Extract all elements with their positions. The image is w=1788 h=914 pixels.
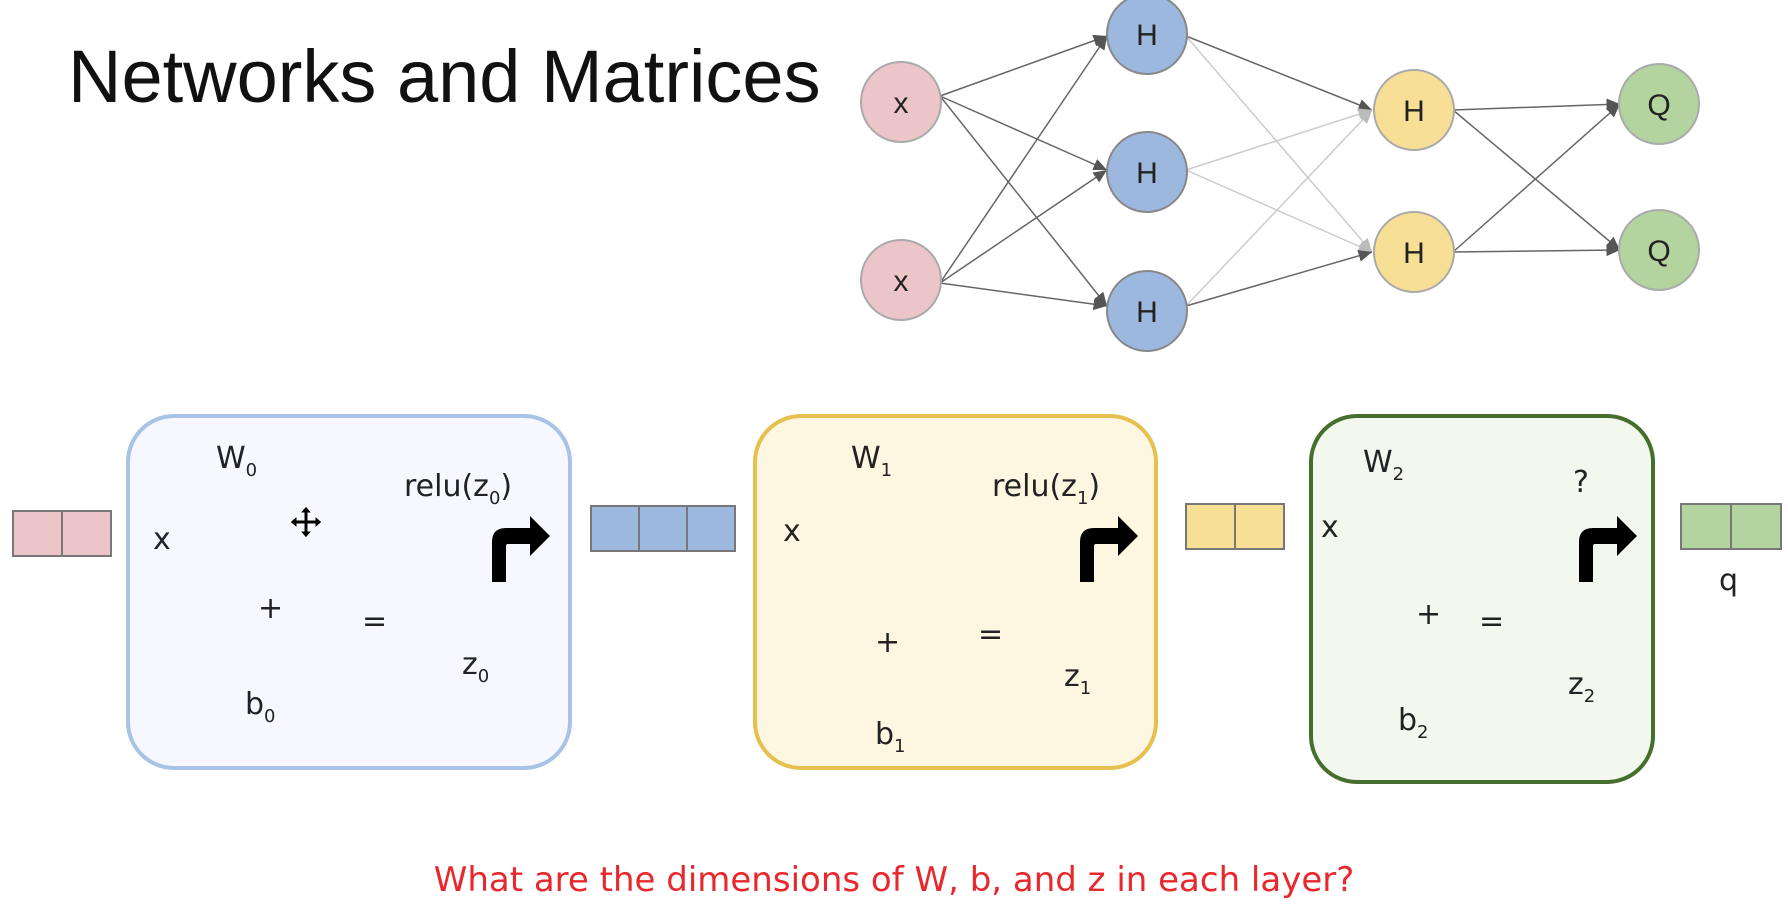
layer-0-x: x [153, 522, 171, 557]
layer-1-plus: + [875, 625, 901, 660]
layer-1-equals: = [978, 617, 1004, 652]
layer-2-box [1309, 414, 1655, 784]
hidden-1-vector [590, 505, 736, 552]
output-node: Q [1618, 63, 1700, 145]
layer-2-equals: = [1479, 604, 1505, 639]
input-node: x [860, 239, 942, 321]
input-node: x [860, 61, 942, 143]
svg-text:H: H [1136, 157, 1158, 190]
svg-text:x: x [894, 87, 909, 120]
layer-1-bias: b1 [875, 717, 906, 757]
output-node: Q [1618, 209, 1700, 291]
question-text: What are the dimensions of W, b, and z i… [433, 860, 1355, 900]
output-vector [1680, 503, 1782, 550]
svg-text:x: x [894, 265, 909, 298]
layer-0-weight: W0 [216, 441, 258, 481]
layer-1-box [753, 414, 1158, 770]
layer-1-z: z1 [1064, 659, 1092, 699]
svg-text:Q: Q [1647, 235, 1670, 268]
layer-2-x: x [1321, 510, 1339, 545]
layer-1-activation: relu(z1) [992, 469, 1101, 509]
turn-arrow-icon [492, 516, 550, 582]
hidden-node: H [1106, 131, 1188, 213]
output-label: q [1719, 563, 1739, 598]
connections [939, 34, 1621, 311]
layer-1-weight: W1 [851, 441, 893, 481]
svg-text:H: H [1403, 95, 1425, 128]
layer-0-box [126, 414, 572, 770]
svg-text:H: H [1136, 19, 1158, 52]
hidden-node: H [1106, 0, 1188, 75]
layer-2-bias: b2 [1398, 703, 1429, 743]
input-vector [12, 510, 112, 557]
hidden-node: H [1373, 211, 1455, 293]
layer-2-weight: W2 [1363, 445, 1405, 485]
network-diagram: x x H H H H H Q Q [860, 0, 1700, 352]
layer-0-equals: = [362, 604, 388, 639]
layer-2-z: z2 [1568, 667, 1596, 707]
turn-arrow-icon [1080, 516, 1138, 582]
layer-2-plus: + [1416, 597, 1442, 632]
layer-0-bias: b0 [245, 687, 276, 727]
svg-text:H: H [1136, 296, 1158, 329]
svg-text:H: H [1403, 237, 1425, 270]
move-cursor-icon [289, 505, 323, 539]
slide-title: Networks and Matrices [68, 35, 821, 118]
layer-0-z: z0 [462, 647, 490, 687]
hidden-node: H [1106, 270, 1188, 352]
layer-2-activation: ? [1573, 465, 1589, 500]
layer-0-activation: relu(z0) [404, 469, 513, 509]
turn-arrow-icon [1579, 516, 1637, 582]
hidden-node: H [1373, 69, 1455, 151]
hidden-2-vector [1185, 503, 1285, 550]
svg-text:Q: Q [1647, 89, 1670, 122]
layer-1-x: x [783, 514, 801, 549]
layer-0-plus: + [258, 591, 284, 626]
